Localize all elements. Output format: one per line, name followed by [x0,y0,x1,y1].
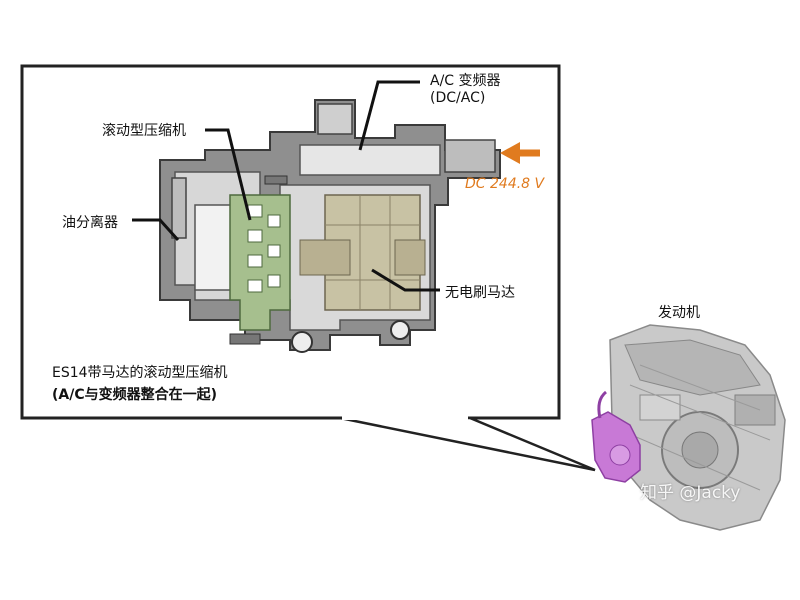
inverter-label-line1: A/C 变频器 [430,73,501,89]
voltage-label: DC 244.8 V [465,176,545,192]
dc-input-arrow [500,142,540,164]
watermark: 知乎 @Jacky [640,483,741,503]
brushless-motor-label: 无电刷马达 [445,285,515,301]
engine-label: 发动机 [658,305,700,321]
caption-line2: (A/C与变频器整合在一起) [52,387,218,403]
callout-pointer [339,416,596,472]
engine-image [591,324,786,531]
leader-lines [132,80,440,292]
oil-separator-label: 油分离器 [62,215,118,231]
caption-line1: ES14带马达的滚动型压缩机 [52,365,228,381]
scroll-compressor-label: 滚动型压缩机 [102,123,186,139]
inverter-label-line2: (DC/AC) [430,90,486,106]
inverter-label: A/C 变频器 (DC/AC) [430,70,501,106]
